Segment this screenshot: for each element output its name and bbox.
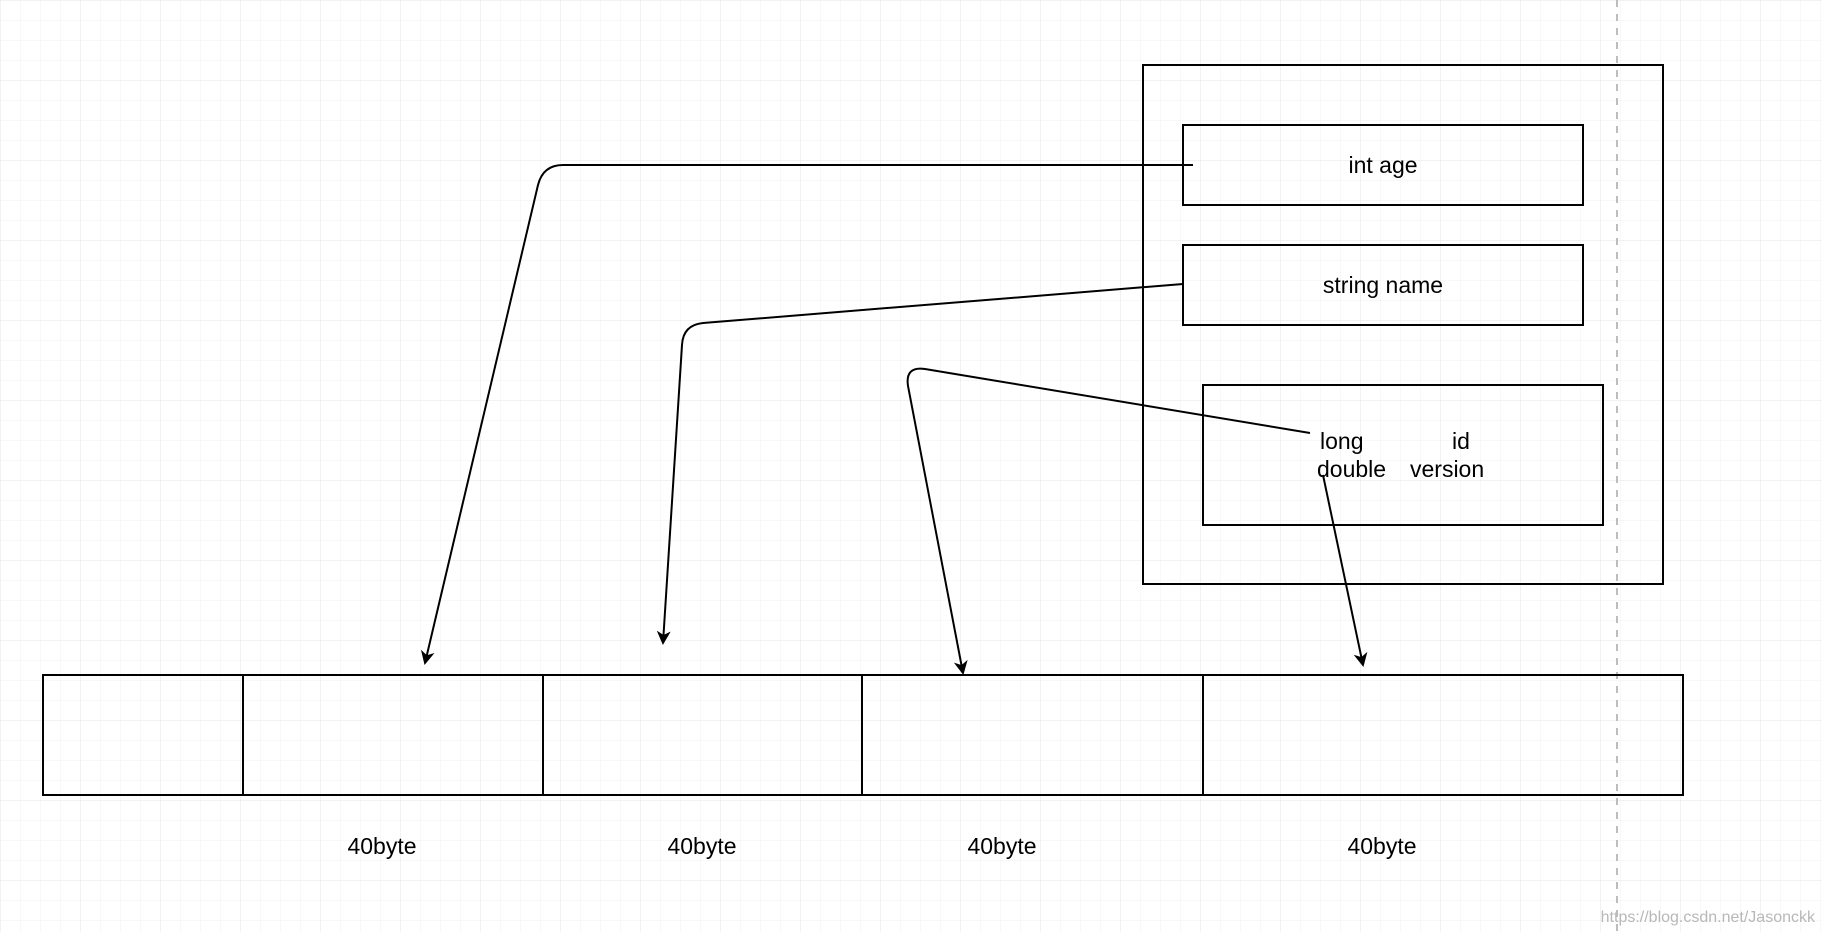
segment-size-label-2: 40byte xyxy=(667,833,736,859)
field-label-age: int age xyxy=(1348,152,1417,178)
field-label-name: string name xyxy=(1323,272,1443,298)
watermark-text: https://blog.csdn.net/Jasonckk xyxy=(1601,909,1816,926)
arrow-long-to-segment-3[interactable] xyxy=(906,367,1311,675)
arrow-double-to-segment-4[interactable] xyxy=(1322,474,1368,667)
object-container[interactable] xyxy=(1142,64,1664,585)
field-label-double: double xyxy=(1317,456,1386,482)
segment-size-label-3: 40byte xyxy=(967,833,1036,859)
field-label-long: long xyxy=(1320,428,1363,454)
segment-size-label-4: 40byte xyxy=(1347,833,1416,859)
segment-size-label-1: 40byte xyxy=(347,833,416,859)
arrow-name-to-segment-2[interactable] xyxy=(656,283,1184,645)
arrow-age-to-segment-1[interactable] xyxy=(420,164,1193,665)
field-label-id: id xyxy=(1452,428,1470,454)
field-box-id-version[interactable] xyxy=(1202,384,1604,526)
field-label-version: version xyxy=(1410,456,1484,482)
